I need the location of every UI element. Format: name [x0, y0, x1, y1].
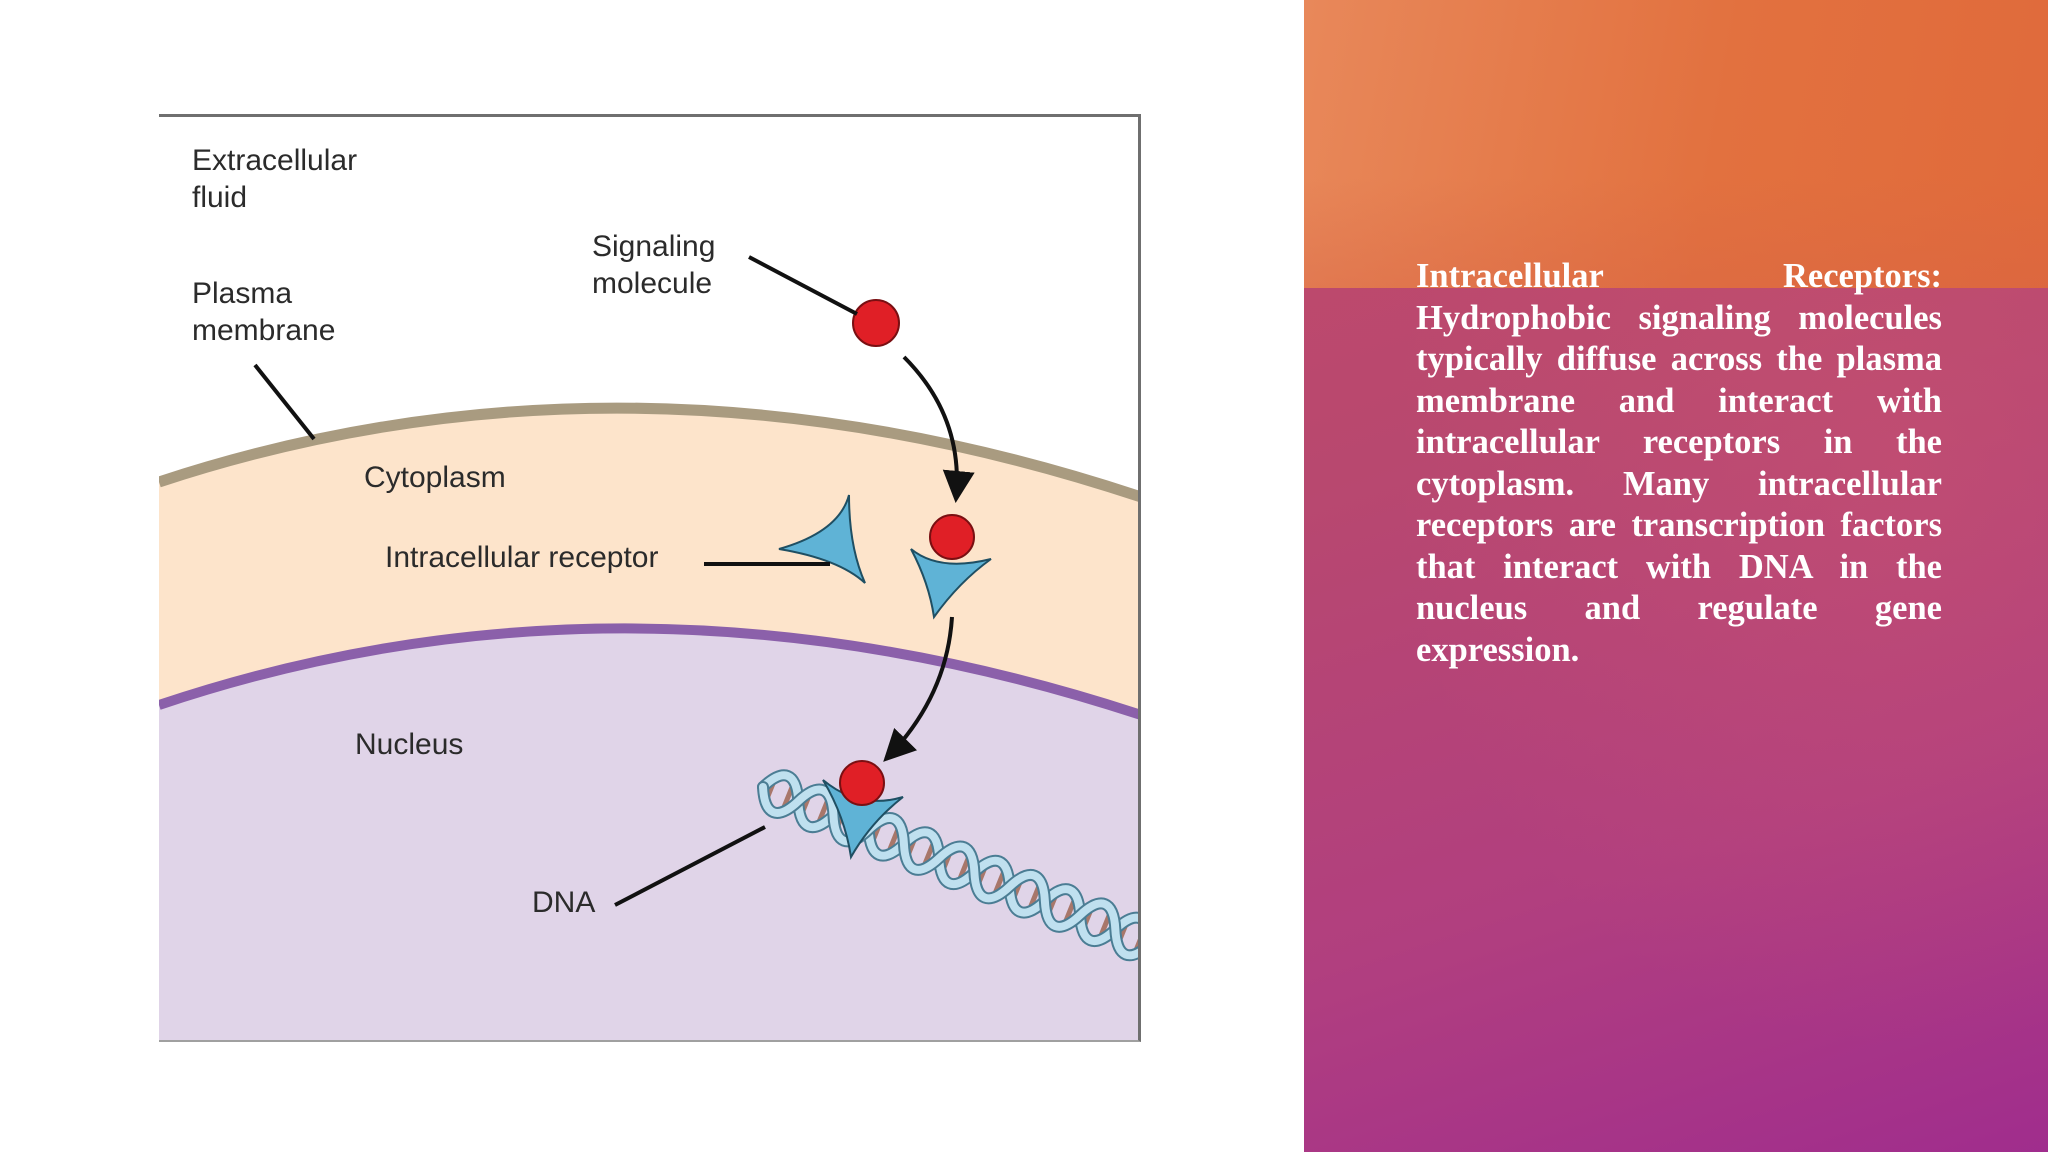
- leader-signaling-molecule: [748, 255, 858, 316]
- side-panel-background: [1304, 288, 2048, 1152]
- signaling-molecule: [852, 299, 900, 347]
- arrow-diffusion: [902, 355, 975, 503]
- label-nucleus: Nucleus: [355, 728, 463, 761]
- dna-bound-signaling-molecule: [839, 760, 885, 806]
- label-extracellular-fluid-line2: fluid: [192, 181, 247, 214]
- label-plasma-membrane-line1: Plasma: [192, 277, 292, 310]
- receptor-complex-shape: [910, 548, 992, 620]
- nucleus-region: [159, 628, 1138, 1040]
- intracellular-receptor-shape: [778, 494, 866, 584]
- label-signaling-molecule-line1: Signaling: [592, 230, 715, 263]
- intracellular-receptor-diagram: Extracellular fluid Plasma membrane Sign…: [159, 114, 1141, 1042]
- nuclear-membrane: [159, 623, 1138, 720]
- label-extracellular-fluid-line1: Extracellular: [192, 144, 357, 177]
- slide-body-text: Intracellular Receptors: Hydrophobic sig…: [1416, 257, 1942, 669]
- diagram-canvas: Extracellular fluid Plasma membrane Sign…: [159, 117, 1138, 1040]
- arrow-to-nucleus: [883, 616, 954, 762]
- plasma-membrane: [159, 402, 1138, 502]
- label-cytoplasm: Cytoplasm: [364, 461, 506, 494]
- label-intracellular-receptor: Intracellular receptor: [385, 541, 658, 574]
- side-panel: Intracellular Receptors: Hydrophobic sig…: [1304, 0, 2048, 1152]
- label-plasma-membrane-line2: membrane: [192, 314, 335, 347]
- bound-signaling-molecule: [929, 514, 975, 560]
- side-panel-header-band: [1304, 0, 2048, 288]
- leader-dna: [614, 825, 766, 907]
- leader-plasma-membrane: [253, 363, 316, 441]
- label-signaling-molecule-line2: molecule: [592, 267, 712, 300]
- label-dna: DNA: [532, 886, 595, 919]
